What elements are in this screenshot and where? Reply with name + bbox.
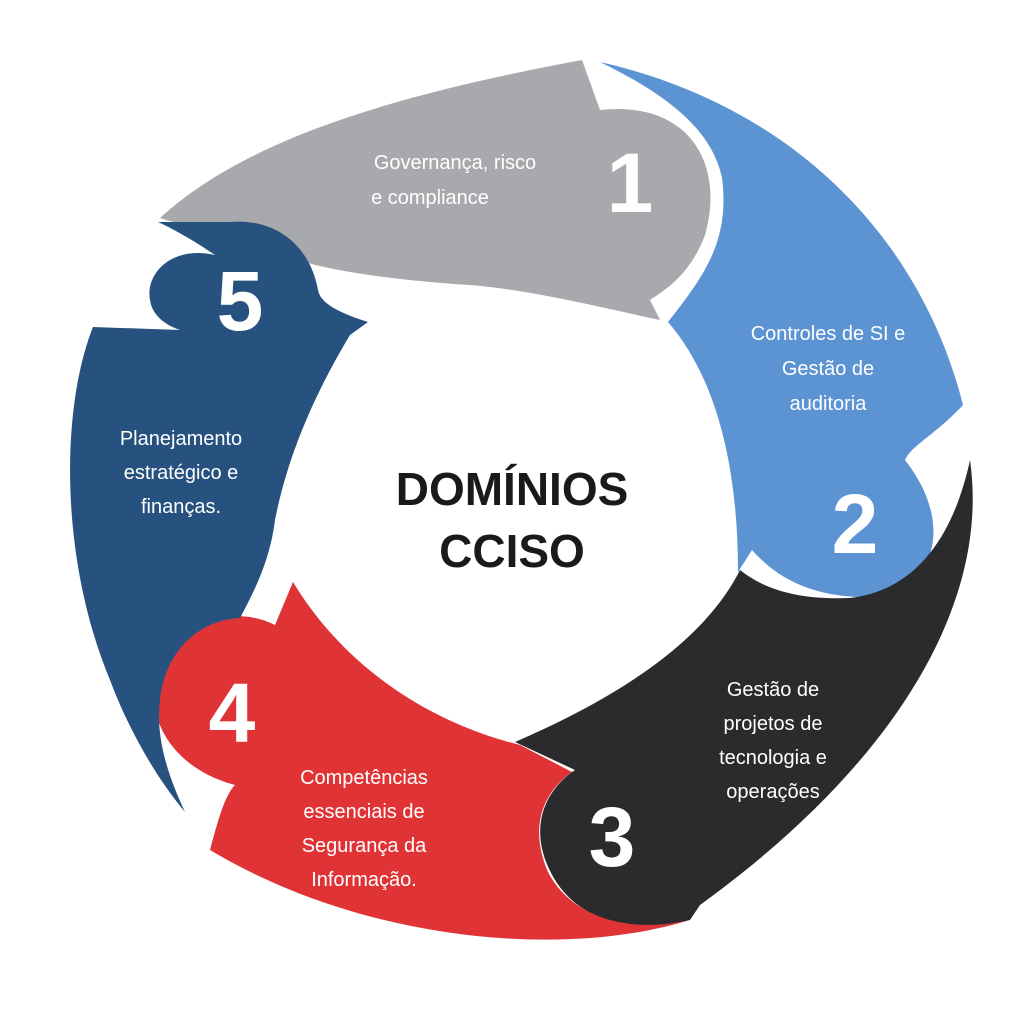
segment-5-label-line-2: estratégico e (124, 462, 239, 484)
segment-5: Planejamento estratégico e finanças. 5 (70, 221, 368, 812)
segment-2-label-line-3: auditoria (790, 393, 868, 415)
segment-2-number: 2 (832, 477, 879, 571)
segment-4-label-line-1: Competências (300, 767, 428, 789)
segment-3: Gestão de projetos de tecnologia e opera… (515, 460, 973, 926)
center-title-line-1: DOMÍNIOS (396, 463, 629, 515)
center-title: DOMÍNIOS CCISO (396, 463, 629, 577)
segment-3-label-line-2: projetos de (724, 713, 823, 735)
segment-2-shape (600, 62, 963, 598)
segment-3-label-line-1: Gestão de (727, 679, 819, 701)
segment-3-number: 3 (589, 790, 636, 884)
segment-3-label-line-3: tecnologia e (719, 747, 827, 769)
segment-4-label-line-4: Informação. (311, 869, 417, 891)
segment-5-shape (70, 221, 368, 812)
segment-5-label-line-1: Planejamento (120, 428, 242, 450)
segment-2: Controles de SI e Gestão de auditoria 2 (600, 62, 963, 598)
segment-1-label-line-2: e compliance (371, 187, 489, 209)
segment-1-label-line-1: Governança, risco (374, 152, 536, 174)
segment-4-label-line-3: Segurança da (302, 835, 427, 857)
segment-5-label-line-3: finanças. (141, 496, 221, 518)
segment-4: Competências essenciais de Segurança da … (153, 582, 691, 940)
center-title-line-2: CCISO (439, 525, 585, 577)
segment-4-shape (153, 582, 691, 940)
segment-5-number: 5 (217, 254, 264, 348)
segment-3-label-line-4: operações (726, 781, 819, 803)
segment-3-shape (515, 460, 973, 926)
segment-4-number: 4 (209, 666, 256, 760)
segment-4-label-line-2: essenciais de (303, 801, 424, 823)
segment-1-number: 1 (607, 136, 654, 230)
segment-2-label-line-2: Gestão de (782, 358, 874, 380)
segment-2-label-line-1: Controles de SI e (751, 323, 906, 345)
